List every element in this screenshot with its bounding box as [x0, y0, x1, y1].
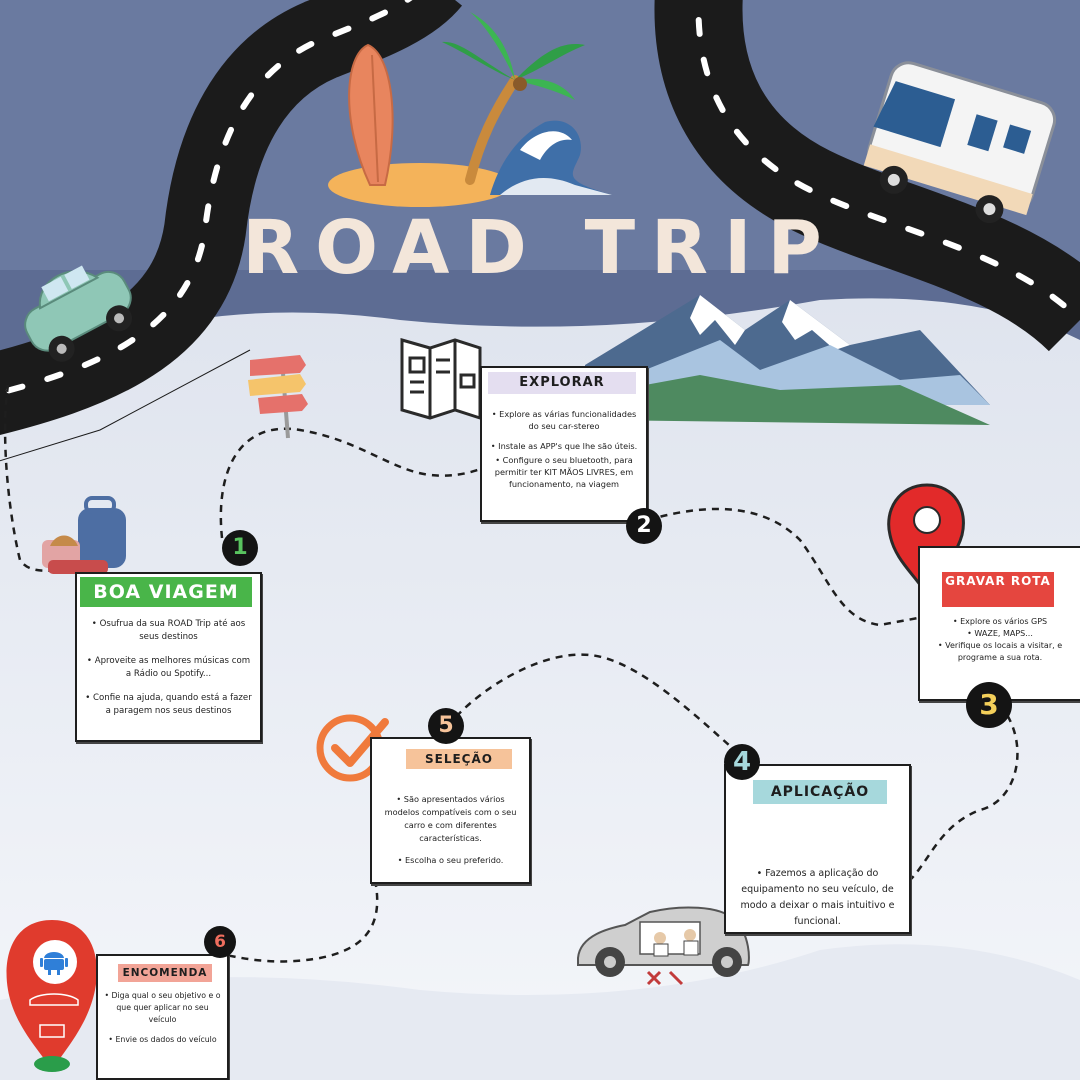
step-1-badge: 1: [222, 530, 258, 566]
step-1-line-2: • Aproveite as melhores músicas com a Rá…: [86, 656, 251, 679]
step-3-badge: 3: [966, 682, 1012, 728]
step-1-line-1: • Osufrua da sua ROAD Trip até aos seus …: [91, 619, 246, 642]
step-5-line-2: • Escolha o seu preferido.: [397, 855, 504, 865]
surfboard-icon: [348, 43, 394, 186]
step-1-title: BOA VIAGEM: [80, 577, 252, 607]
step-3-line-2: • WAZE, MAPS...: [967, 629, 1033, 638]
step-4-badge: 4: [724, 744, 760, 780]
step-card-gravar-rota: • Explore os vários GPS • WAZE, MAPS... …: [918, 546, 1080, 701]
step-3-line-3: • Verifique os locais a visitar, e progr…: [937, 641, 1063, 662]
step-1-body: • Osufrua da sua ROAD Trip até aos seus …: [83, 618, 254, 729]
order-pin-icon: [6, 920, 97, 1072]
step-5-body: • São apresentados vários modelos compat…: [378, 793, 523, 878]
car-installation-icon: [577, 906, 750, 986]
mountains-icon: [585, 295, 990, 425]
step-3-line-1: • Explore os vários GPS: [952, 617, 1048, 626]
step-6-badge: 6: [204, 926, 236, 958]
step-2-badge: 2: [626, 508, 662, 544]
wave-icon: [490, 120, 612, 195]
dashed-route-path: [3, 384, 1019, 963]
camper-van-icon: [863, 61, 1057, 224]
step-6-body: • Diga qual o seu objetivo e o que quer …: [102, 990, 223, 1057]
step-2-title: EXPLORAR: [488, 372, 636, 394]
step-3-body: • Explore os vários GPS • WAZE, MAPS... …: [926, 616, 1074, 664]
beach-island: [328, 12, 612, 207]
palm-tree-icon: [442, 12, 585, 185]
step-1-line-3: • Confie na ajuda, quando está a fazer a…: [85, 693, 252, 716]
step-5-title: SELEÇÃO: [406, 749, 512, 769]
step-4-body: • Fazemos a aplicação do equipamento no …: [734, 866, 901, 941]
step-6-line-1: • Diga qual o seu objetivo e o que quer …: [104, 991, 221, 1024]
signpost-icon: [248, 355, 308, 439]
step-5-badge: 5: [428, 708, 464, 744]
step-6-title: ENCOMENDA: [118, 964, 212, 982]
step-4-title: APLICAÇÃO: [753, 780, 887, 804]
right-road: [654, 0, 1080, 353]
step-5-line-1: • São apresentados vários modelos compat…: [384, 794, 517, 843]
step-6-line-2: • Envie os dados do veículo: [108, 1035, 217, 1044]
luggage-icon: [42, 496, 126, 574]
step-3-title: GRAVAR ROTA: [942, 572, 1054, 607]
step-4-line-1: • Fazemos a aplicação do equipamento no …: [740, 868, 895, 927]
step-2-line-3: • Configure o seu bluetooth, para permit…: [494, 455, 634, 489]
snow-hills: [0, 944, 1080, 1080]
step-2-line-1: • Explore as várias funcionalidades do s…: [491, 409, 637, 431]
left-road: [0, 0, 462, 462]
step-2-line-2: • Instale as APP's que lhe são úteis.: [490, 441, 638, 451]
page-title: ROAD TRIP: [242, 205, 838, 291]
car-icon: [24, 265, 133, 362]
map-icon: [400, 338, 482, 421]
step-2-body: • Explore as várias funcionalidades do s…: [488, 408, 640, 501]
